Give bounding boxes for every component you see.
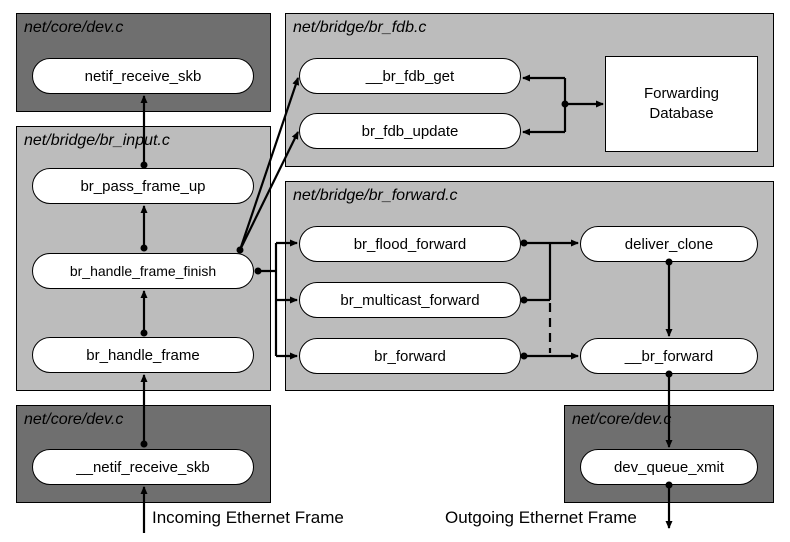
node-br-pass-frame-up: br_pass_frame_up bbox=[32, 168, 254, 204]
forwarding-database: Forwarding Database bbox=[605, 56, 758, 152]
arrow-to-br-fdb-update bbox=[239, 131, 299, 251]
fdb-label-line2: Database bbox=[649, 105, 714, 122]
node-br-multicast-forward: br_multicast_forward bbox=[299, 282, 521, 318]
dot-deliver-clone-bottom bbox=[665, 258, 673, 266]
dot-br-handle-frame-top bbox=[140, 329, 148, 337]
box-title-dev-c-bottom-right: net/core/dev.c bbox=[572, 411, 672, 428]
incoming-frame-caption: Incoming Ethernet Frame bbox=[152, 508, 344, 527]
box-title-dev-c-bottom-left: net/core/dev.c bbox=[24, 411, 124, 428]
dot-br-handle-frame-finish-corner bbox=[236, 246, 244, 254]
dot-dev-queue-xmit-bottom bbox=[665, 481, 673, 489]
node-br-handle-frame-finish: br_handle_frame_finish bbox=[32, 253, 254, 289]
box-title-dev-c-top: net/core/dev.c bbox=[24, 19, 124, 36]
dot-br-pass-frame-up-top bbox=[140, 161, 148, 169]
dot-br-forward-internal-bottom bbox=[665, 370, 673, 378]
fdb-label-line1: Forwarding bbox=[643, 85, 720, 102]
node-br-forward: br_forward bbox=[299, 338, 521, 374]
box-title-br-input: net/bridge/br_input.c bbox=[24, 132, 170, 149]
dot-br-handle-frame-finish-right bbox=[254, 267, 262, 275]
dot-netif-receive-skb-internal-top bbox=[140, 440, 148, 448]
node-br-flood-forward: br_flood_forward bbox=[299, 226, 521, 262]
node-br-fdb-get: __br_fdb_get bbox=[299, 58, 521, 94]
arrow-to-br-fdb-get bbox=[238, 77, 300, 251]
node-netif-receive-skb: netif_receive_skb bbox=[32, 58, 254, 94]
dot-br-flood-forward-right bbox=[520, 239, 528, 247]
box-title-br-forward: net/bridge/br_forward.c bbox=[293, 187, 458, 204]
outgoing-frame-caption: Outgoing Ethernet Frame bbox=[445, 508, 637, 527]
box-title-br-fdb: net/bridge/br_fdb.c bbox=[293, 19, 427, 36]
node-br-handle-frame: br_handle_frame bbox=[32, 337, 254, 373]
node-deliver-clone: deliver_clone bbox=[580, 226, 758, 262]
dot-br-multicast-forward-right bbox=[520, 296, 528, 304]
dot-br-forward-right bbox=[520, 352, 528, 360]
node-netif-receive-skb-internal: __netif_receive_skb bbox=[32, 449, 254, 485]
dot-br-handle-frame-finish-top bbox=[140, 244, 148, 252]
dot-fdb-junction bbox=[561, 100, 569, 108]
node-br-fdb-update: br_fdb_update bbox=[299, 113, 521, 149]
